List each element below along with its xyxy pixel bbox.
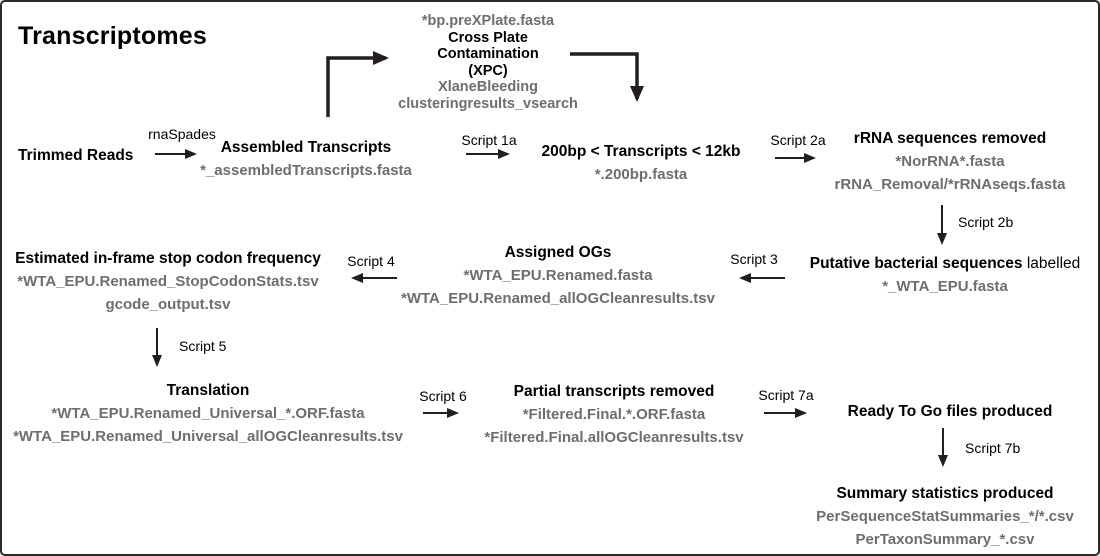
node-title: Assigned OGs <box>504 244 612 261</box>
arrow-xpc-to-size-filter <box>570 52 644 102</box>
node-title: (XPC) <box>468 62 508 79</box>
node-file: clusteringresults_vsearch <box>398 95 578 112</box>
node-trimmed-reads: Trimmed Reads <box>18 144 133 167</box>
node-file: *_WTA_EPU.fasta <box>882 278 1008 295</box>
node-title: Ready To Go files produced <box>847 403 1053 420</box>
node-file: PerTaxonSummary_*.csv <box>855 531 1035 548</box>
node-bacterial-labelled: Putative bacterial sequences labelled *_… <box>810 252 1081 298</box>
node-file: PerSequenceStatSummaries_*/*.csv <box>816 508 1074 525</box>
node-title: 200bp < Transcripts < 12kb <box>541 143 741 160</box>
label-script-5: Script 5 <box>179 338 227 354</box>
node-file: *WTA_EPU.Renamed.fasta <box>463 267 653 284</box>
node-file: gcode_output.tsv <box>105 296 231 313</box>
node-title: Putative bacterial sequences labelled <box>810 252 1081 275</box>
node-title-regular: labelled <box>1026 255 1081 272</box>
node-assigned-ogs: Assigned OGs *WTA_EPU.Renamed.fasta *WTA… <box>401 241 715 310</box>
node-title-bold: Putative bacterial sequences <box>809 255 1023 272</box>
node-title: Trimmed Reads <box>18 147 134 164</box>
node-title: Cross Plate <box>448 29 528 46</box>
node-title: rRNA sequences removed <box>853 130 1047 147</box>
node-file: *WTA_EPU.Renamed_Universal_*.ORF.fasta <box>51 405 365 422</box>
label-script-2a: Script 2a <box>770 132 826 148</box>
label-rnaspades: rnaSpades <box>148 126 216 142</box>
node-file: *Filtered.Final.allOGCleanresults.tsv <box>484 429 744 446</box>
node-file: *bp.preXPlate.fasta <box>421 13 555 29</box>
node-size-filter: 200bp < Transcripts < 12kb *.200bp.fasta <box>541 140 740 186</box>
page-title: Transcriptomes <box>18 22 207 50</box>
node-file: *WTA_EPU.Renamed_Universal_allOGCleanres… <box>13 428 403 445</box>
node-file: *_assembledTranscripts.fasta <box>200 162 412 179</box>
label-script-6: Script 6 <box>419 388 467 404</box>
label-script-7a: Script 7a <box>758 387 814 403</box>
node-file: *.200bp.fasta <box>594 166 688 183</box>
node-cross-plate-contamination: *bp.preXPlate.fasta Cross Plate Contamin… <box>398 13 578 112</box>
node-translation: Translation *WTA_EPU.Renamed_Universal_*… <box>13 379 403 448</box>
label-script-3: Script 3 <box>730 251 778 267</box>
node-partial-removed: Partial transcripts removed *Filtered.Fi… <box>484 380 743 449</box>
node-file: *WTA_EPU.Renamed_StopCodonStats.tsv <box>17 273 319 290</box>
node-ready-to-go: Ready To Go files produced <box>848 400 1053 423</box>
node-title: Contamination <box>437 46 539 62</box>
node-assembled-transcripts: Assembled Transcripts *_assembledTranscr… <box>200 136 412 182</box>
node-file: *WTA_EPU.Renamed_allOGCleanresults.tsv <box>401 290 715 307</box>
node-file: *NorRNA*.fasta <box>895 153 1005 170</box>
node-file: rRNA_Removal/*rRNAseqs.fasta <box>834 176 1066 193</box>
label-script-2b: Script 2b <box>958 214 1014 230</box>
node-file: *Filtered.Final.*.ORF.fasta <box>522 406 706 423</box>
arrow-assembled-to-xpc <box>326 51 389 117</box>
label-script-1a: Script 1a <box>461 132 517 148</box>
node-stop-codon-frequency: Estimated in-frame stop codon frequency … <box>15 247 321 316</box>
node-summary-statistics: Summary statistics produced PerSequenceS… <box>816 482 1074 551</box>
node-title: Assembled Transcripts <box>220 139 392 156</box>
node-title: Partial transcripts removed <box>513 383 715 400</box>
node-title: Summary statistics produced <box>836 485 1054 502</box>
node-file: XlaneBleeding <box>438 79 538 95</box>
label-script-4: Script 4 <box>347 253 395 269</box>
node-title: Translation <box>166 382 250 399</box>
node-rrna-removed: rRNA sequences removed *NorRNA*.fasta rR… <box>835 127 1066 196</box>
node-title: Estimated in-frame stop codon frequency <box>15 250 321 267</box>
label-script-7b: Script 7b <box>965 440 1021 456</box>
